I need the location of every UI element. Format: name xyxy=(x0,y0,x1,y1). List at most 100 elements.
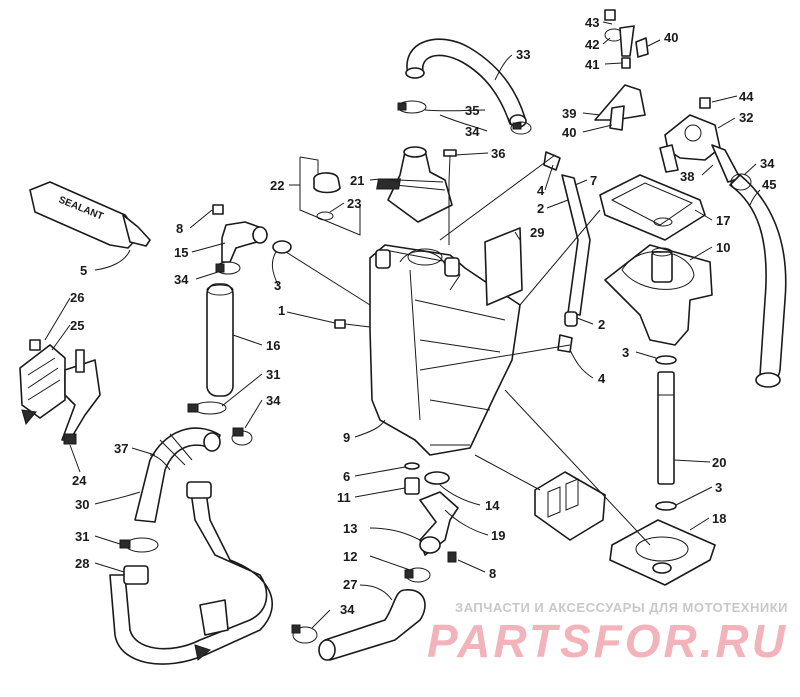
callout-6: 6 xyxy=(343,469,350,484)
o-ring-3-lower xyxy=(655,501,677,511)
gasket-17 xyxy=(599,174,706,241)
callout-23: 23 xyxy=(347,196,361,211)
callout-16: 16 xyxy=(266,338,280,353)
fittings-top xyxy=(604,9,649,69)
callout-9: 9 xyxy=(343,430,350,445)
callout-28: 28 xyxy=(75,556,89,571)
callout-27: 27 xyxy=(343,577,357,592)
hose-16 xyxy=(206,283,234,397)
callout-1: 1 xyxy=(278,303,285,318)
base-plate-18 xyxy=(609,519,716,586)
upper-hose-33 xyxy=(405,38,527,128)
pump-10 xyxy=(604,244,713,346)
callout-4-top: 4 xyxy=(537,183,545,198)
phantom-lines xyxy=(285,154,651,546)
clamp-34-left xyxy=(215,261,241,275)
shaft-20 xyxy=(657,371,675,485)
watermark: ЗАПЧАСТИ И АКСЕССУАРЫ ДЛЯ МОТОТЕХНИКИ PA… xyxy=(427,600,788,667)
label-29 xyxy=(484,227,523,306)
callout-41: 41 xyxy=(585,57,599,72)
clamp-34-bottom xyxy=(291,624,318,644)
callout-32: 32 xyxy=(739,110,753,125)
callout-24: 24 xyxy=(72,473,87,488)
callout-15: 15 xyxy=(174,245,188,260)
bolt-1 xyxy=(334,319,371,329)
callout-34-mid: 34 xyxy=(266,393,281,408)
o-ring-3-left xyxy=(272,240,292,254)
filler-neck-21 xyxy=(376,146,453,223)
callout-3-mid: 3 xyxy=(622,345,629,360)
clamp-31-lower xyxy=(119,537,159,553)
callout-12: 12 xyxy=(343,549,357,564)
callout-25: 25 xyxy=(70,318,84,333)
sealant-tube-5: SEALANT xyxy=(29,181,151,249)
callout-37: 37 xyxy=(114,441,128,456)
clamp-31-upper xyxy=(187,401,227,415)
callout-22: 22 xyxy=(270,178,284,193)
washer-6 xyxy=(404,462,420,470)
callout-34-left: 34 xyxy=(174,272,189,287)
callout-42: 42 xyxy=(585,37,599,52)
watermark-tagline: ЗАПЧАСТИ И АКСЕССУАРЫ ДЛЯ МОТОТЕХНИКИ xyxy=(455,600,788,615)
callout-29: 29 xyxy=(530,225,544,240)
callout-numbers: 33 43 42 40 41 44 39 32 40 35 34 36 21 2… xyxy=(70,15,776,617)
watermark-logo: PARTSFOR.RU xyxy=(427,615,788,667)
callout-2-mid: 2 xyxy=(598,317,605,332)
callout-18: 18 xyxy=(712,511,726,526)
callout-30: 30 xyxy=(75,497,89,512)
callout-39: 39 xyxy=(562,106,576,121)
callout-36: 36 xyxy=(491,146,505,161)
bracket-39 xyxy=(594,84,646,131)
callout-44: 44 xyxy=(739,89,754,104)
callout-34-top: 34 xyxy=(465,124,480,139)
breather-hose-7 xyxy=(543,151,591,353)
reservoir-tank-9 xyxy=(369,244,521,456)
clamp-34-top xyxy=(510,121,532,135)
clamp-34-mid xyxy=(231,427,253,446)
hose-assembly-30 xyxy=(109,427,273,665)
callout-21: 21 xyxy=(350,173,364,188)
lower-hose-27 xyxy=(318,589,426,661)
callout-31-lower: 31 xyxy=(75,529,89,544)
callout-20: 20 xyxy=(712,455,726,470)
outlet-elbow-13 xyxy=(419,491,459,556)
callout-10: 10 xyxy=(716,240,730,255)
bolt-44 xyxy=(699,97,711,109)
callout-7: 7 xyxy=(590,173,597,188)
callout-34-bottom: 34 xyxy=(340,602,355,617)
drain-plug-11 xyxy=(404,477,420,495)
callout-33: 33 xyxy=(516,47,530,62)
callout-40-mid: 40 xyxy=(562,125,576,140)
callout-11: 11 xyxy=(337,490,351,505)
callout-5: 5 xyxy=(80,263,87,278)
clip-lower xyxy=(194,599,229,661)
callout-40-top: 40 xyxy=(664,30,678,45)
elbow-fitting-15 xyxy=(212,204,268,263)
callout-31-upper: 31 xyxy=(266,367,280,382)
screw-36 xyxy=(443,149,457,183)
callout-4-mid: 4 xyxy=(598,371,606,386)
callout-8-top: 8 xyxy=(176,221,183,236)
callout-14: 14 xyxy=(485,498,500,513)
callout-35: 35 xyxy=(465,103,479,118)
callout-3-left: 3 xyxy=(274,278,281,293)
callout-19: 19 xyxy=(491,528,505,543)
o-ring-14 xyxy=(424,471,450,485)
clamp-28 xyxy=(123,565,149,585)
callout-45: 45 xyxy=(762,177,776,192)
leader-lines xyxy=(44,21,761,629)
callout-26: 26 xyxy=(70,290,84,305)
clamp-12 xyxy=(404,567,431,583)
thermostat-housing-32 xyxy=(659,114,741,183)
clamp-filler-neck xyxy=(397,100,427,114)
callout-17: 17 xyxy=(716,213,730,228)
o-ring-3-upper xyxy=(655,355,677,365)
callout-2-top: 2 xyxy=(537,201,544,216)
bracket-assembly-25 xyxy=(19,339,101,445)
callout-13: 13 xyxy=(343,521,357,536)
callout-38: 38 xyxy=(680,169,694,184)
callout-3-lower: 3 xyxy=(715,480,722,495)
callout-34-right: 34 xyxy=(760,156,775,171)
lower-hose-45 xyxy=(729,173,787,388)
